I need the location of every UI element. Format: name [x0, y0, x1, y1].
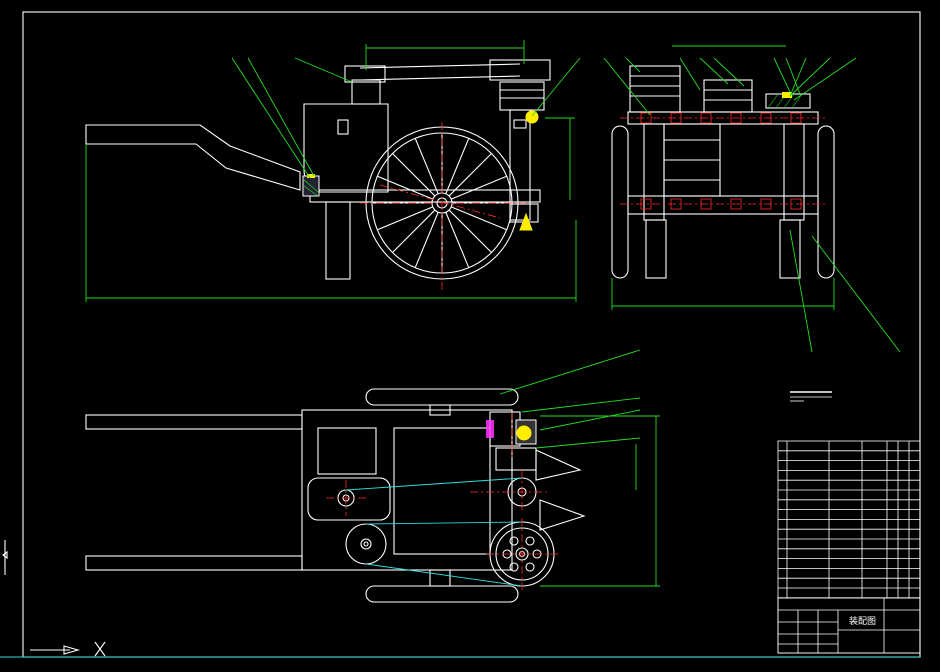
- wheel-spoke: [392, 209, 436, 253]
- wheel-spoke: [445, 138, 470, 194]
- plan-motor: [307, 477, 391, 521]
- plan-inner-box: [393, 427, 491, 555]
- orientation-marker: [2, 540, 106, 657]
- top-pulley-left: [344, 65, 386, 83]
- wheel-spoke: [445, 212, 470, 268]
- yellow-gear-front: [525, 110, 539, 124]
- front-support-leg: [325, 201, 351, 280]
- wheel-spoke: [448, 153, 492, 197]
- wheel-spoke: [448, 209, 492, 253]
- side-bottom-beam: [627, 195, 819, 215]
- title-block: 装配图: [777, 440, 921, 654]
- engine-fuel-cap: [337, 119, 349, 135]
- top-pulley-right: [489, 59, 551, 81]
- front-handle: [85, 124, 301, 191]
- side-leg-left: [645, 219, 667, 279]
- side-column-left: [643, 123, 665, 221]
- side-wheel-left: [611, 125, 629, 279]
- front-view: [85, 40, 581, 302]
- wheel-spoke: [414, 138, 439, 194]
- plan-cutter-blade: [535, 449, 582, 481]
- wheel-spoke: [377, 206, 433, 231]
- plan-handle-bottom: [85, 555, 303, 571]
- plan-pulley-left: [345, 523, 387, 565]
- front-gearbox: [509, 109, 531, 221]
- wheel-spoke: [377, 175, 433, 200]
- plan-wheel-top: [365, 388, 519, 406]
- plan-wheel-bottom: [365, 585, 519, 603]
- technical-notes: [790, 391, 832, 402]
- plan-engine-block: [317, 427, 377, 475]
- wheel-spoke: [451, 175, 507, 200]
- plan-frame: [301, 409, 513, 571]
- bearing-mark: [730, 198, 742, 210]
- side-wheel-right: [817, 125, 835, 279]
- bearing-mark: [730, 112, 742, 124]
- side-column-right: [783, 123, 805, 221]
- side-pulley-a: [629, 65, 681, 113]
- engine-top: [351, 79, 381, 105]
- wheel-spoke: [392, 153, 436, 197]
- plan-view: [85, 349, 660, 603]
- plan-handle-top: [85, 414, 303, 430]
- drawing-title: 装配图: [849, 615, 876, 627]
- side-view: [603, 45, 901, 353]
- side-pulley-b: [703, 79, 753, 113]
- pulley-stack: [499, 81, 545, 111]
- wheel-spoke: [414, 212, 439, 268]
- drawing-border: [22, 11, 921, 658]
- wheel-spoke: [451, 206, 507, 231]
